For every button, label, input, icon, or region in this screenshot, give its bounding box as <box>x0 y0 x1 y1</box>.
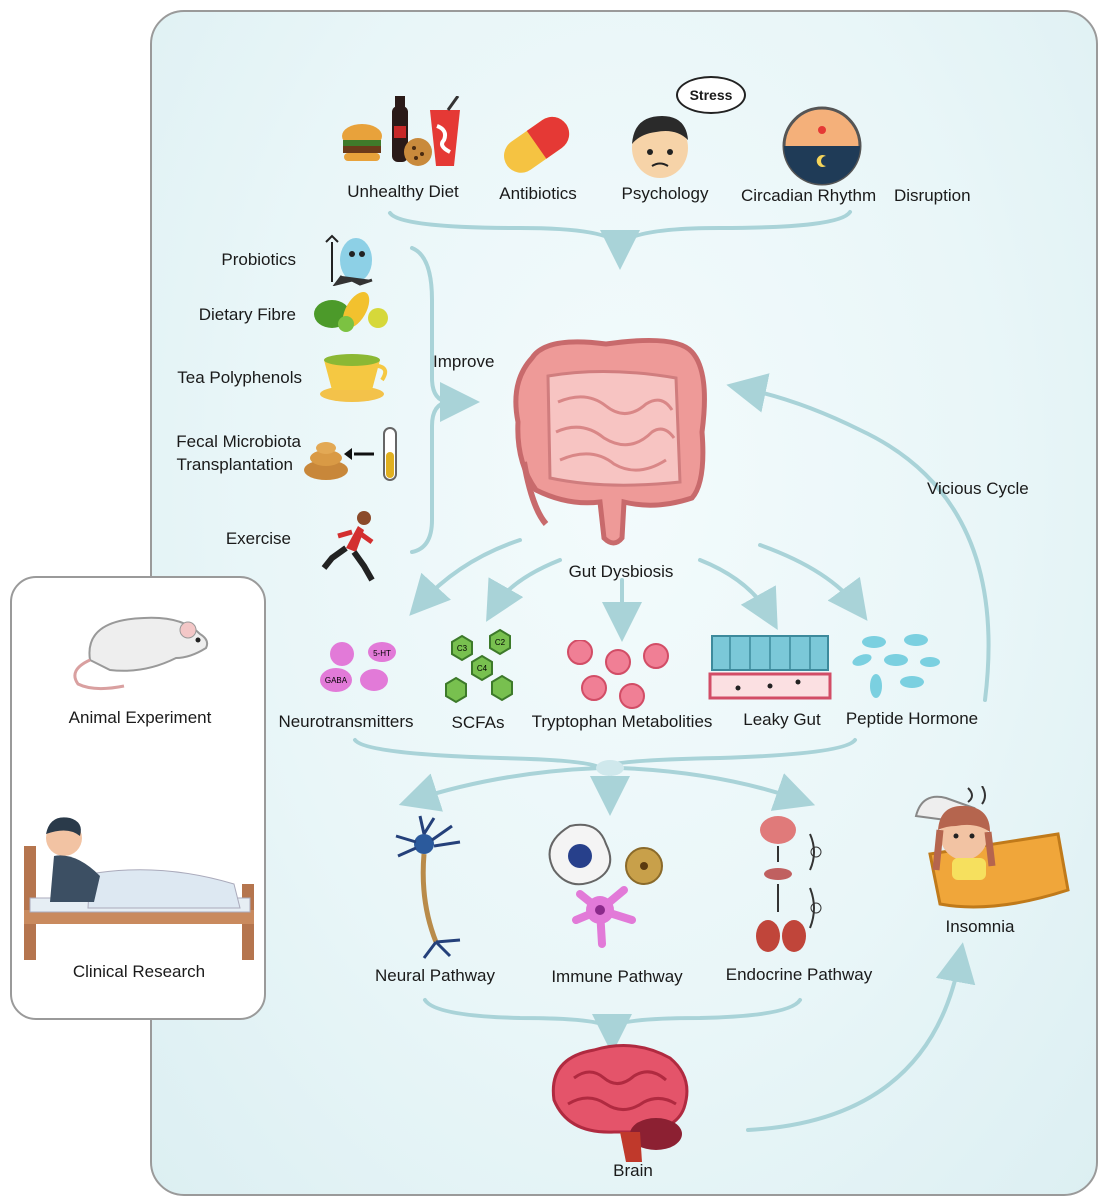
stress-bubble: Stress <box>676 76 746 114</box>
rat-icon <box>73 616 209 691</box>
mediator-label-neurotransmitters: Neurotransmitters <box>278 712 414 731</box>
intervention-label-exercise: Exercise <box>225 529 291 548</box>
mediator-label-peptide-hormone: Peptide Hormone <box>845 709 979 728</box>
evidence-label-animal: Animal Experiment <box>68 708 212 727</box>
gaba-label: GABA <box>325 676 348 685</box>
scfa-hexagons-icon: C3 C2 C4 <box>445 628 513 704</box>
intervention-label-fmt-2: Transplantation <box>176 455 293 474</box>
factor-label-circadian: Circadian Rhythm <box>741 186 877 205</box>
running-person-icon <box>321 511 375 582</box>
intervention-label-probiotics: Probiotics <box>221 250 296 269</box>
intervention-label-fmt-1: Fecal Microbiota <box>176 432 301 451</box>
gut-dysbiosis-label: Gut Dysbiosis <box>568 562 674 581</box>
junk-food-icon <box>342 96 460 166</box>
intestine-icon <box>513 337 707 546</box>
intervention-label-fibre: Dietary Fibre <box>198 305 296 324</box>
pathway-label-neural: Neural Pathway <box>374 966 496 985</box>
factor-label-disruption: Disruption <box>894 186 971 205</box>
sleepless-girl-icon <box>914 786 1070 909</box>
c3-label: C3 <box>457 644 468 653</box>
fmt-transfer-icon <box>304 427 397 481</box>
mediator-label-leaky-gut: Leaky Gut <box>743 710 821 729</box>
mediator-label-tryptophan: Tryptophan Metabolities <box>531 712 713 731</box>
patient-bed-icon <box>24 817 254 960</box>
peptide-hormone-icon <box>852 634 940 698</box>
insomnia-label: Insomnia <box>945 917 1015 936</box>
stressed-face-icon <box>632 116 688 178</box>
c2-label: C2 <box>495 638 506 647</box>
intervention-label-tea: Tea Polyphenols <box>177 368 302 387</box>
neuron-icon <box>395 815 461 959</box>
probiotic-bacteria-icon <box>325 234 373 286</box>
pathway-label-endocrine: Endocrine Pathway <box>725 965 873 984</box>
factor-label-psychology: Psychology <box>621 184 709 203</box>
factor-label-antibiotics: Antibiotics <box>499 184 577 203</box>
leaky-gut-icon <box>708 635 832 700</box>
ht-label: 5-HT <box>373 649 391 658</box>
improve-label: Improve <box>433 352 495 371</box>
brain-icon <box>551 1044 689 1162</box>
immune-cells-icon <box>548 823 663 948</box>
vicious-cycle-label: Vicious Cycle <box>927 479 1029 498</box>
brain-label: Brain <box>613 1161 653 1180</box>
tryptophan-circles-icon <box>567 640 669 709</box>
evidence-label-clinical: Clinical Research <box>72 962 206 981</box>
hpa-axis-icon <box>756 816 822 952</box>
pathway-label-immune: Immune Pathway <box>551 967 683 986</box>
clock-icon <box>782 106 862 186</box>
neurotransmitter-molecules-icon: 5-HT GABA <box>320 642 396 692</box>
vegetables-icon <box>314 291 388 332</box>
mediator-label-scfas: SCFAs <box>451 713 505 732</box>
pill-icon <box>504 116 570 173</box>
tea-cup-icon <box>320 354 388 402</box>
c4-label: C4 <box>477 664 488 673</box>
factor-label-unhealthy-diet: Unhealthy Diet <box>347 182 459 201</box>
